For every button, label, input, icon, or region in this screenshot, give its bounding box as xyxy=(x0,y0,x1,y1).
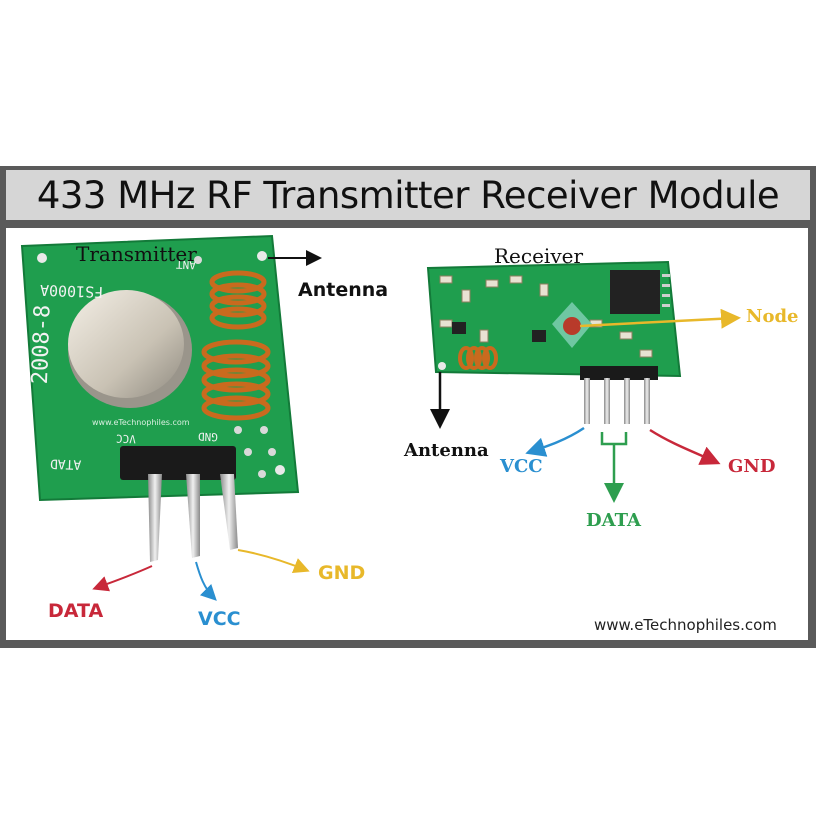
transmitter-board xyxy=(20,234,300,562)
receiver-board xyxy=(426,260,682,424)
transmitter-antenna-label: Antenna xyxy=(298,279,389,301)
transmitter-heading: Transmitter xyxy=(76,242,197,266)
receiver-antenna-label: Antenna xyxy=(404,440,489,461)
title-bar: 433 MHz RF Transmitter Receiver Module xyxy=(6,170,810,220)
receiver-vcc-label: VCC xyxy=(500,456,543,477)
board-pin-gnd-text: GND xyxy=(197,429,219,444)
board-model-text: FS1000A xyxy=(39,280,104,302)
receiver-arrows xyxy=(430,308,741,503)
receiver-heading: Receiver xyxy=(494,244,584,268)
transmitter-vcc-label: VCC xyxy=(198,608,241,630)
board-pin-vcc-text: VCC xyxy=(115,431,137,446)
board-pin-data-text: ATAD xyxy=(49,455,82,472)
receiver-gnd-label: GND xyxy=(728,456,776,477)
transmitter-data-label: DATA xyxy=(48,600,104,622)
receiver-data-label: DATA xyxy=(586,510,641,531)
transmitter-gnd-label: GND xyxy=(318,562,366,584)
board-date-text: 2008-8 xyxy=(27,304,56,385)
board-url-text: www.eTechnophiles.com xyxy=(92,418,190,427)
node-label: Node xyxy=(746,306,799,327)
watermark-url: www.eTechnophiles.com xyxy=(594,616,777,634)
page-title: 433 MHz RF Transmitter Receiver Module xyxy=(36,173,780,217)
transmitter-arrows xyxy=(92,250,322,601)
